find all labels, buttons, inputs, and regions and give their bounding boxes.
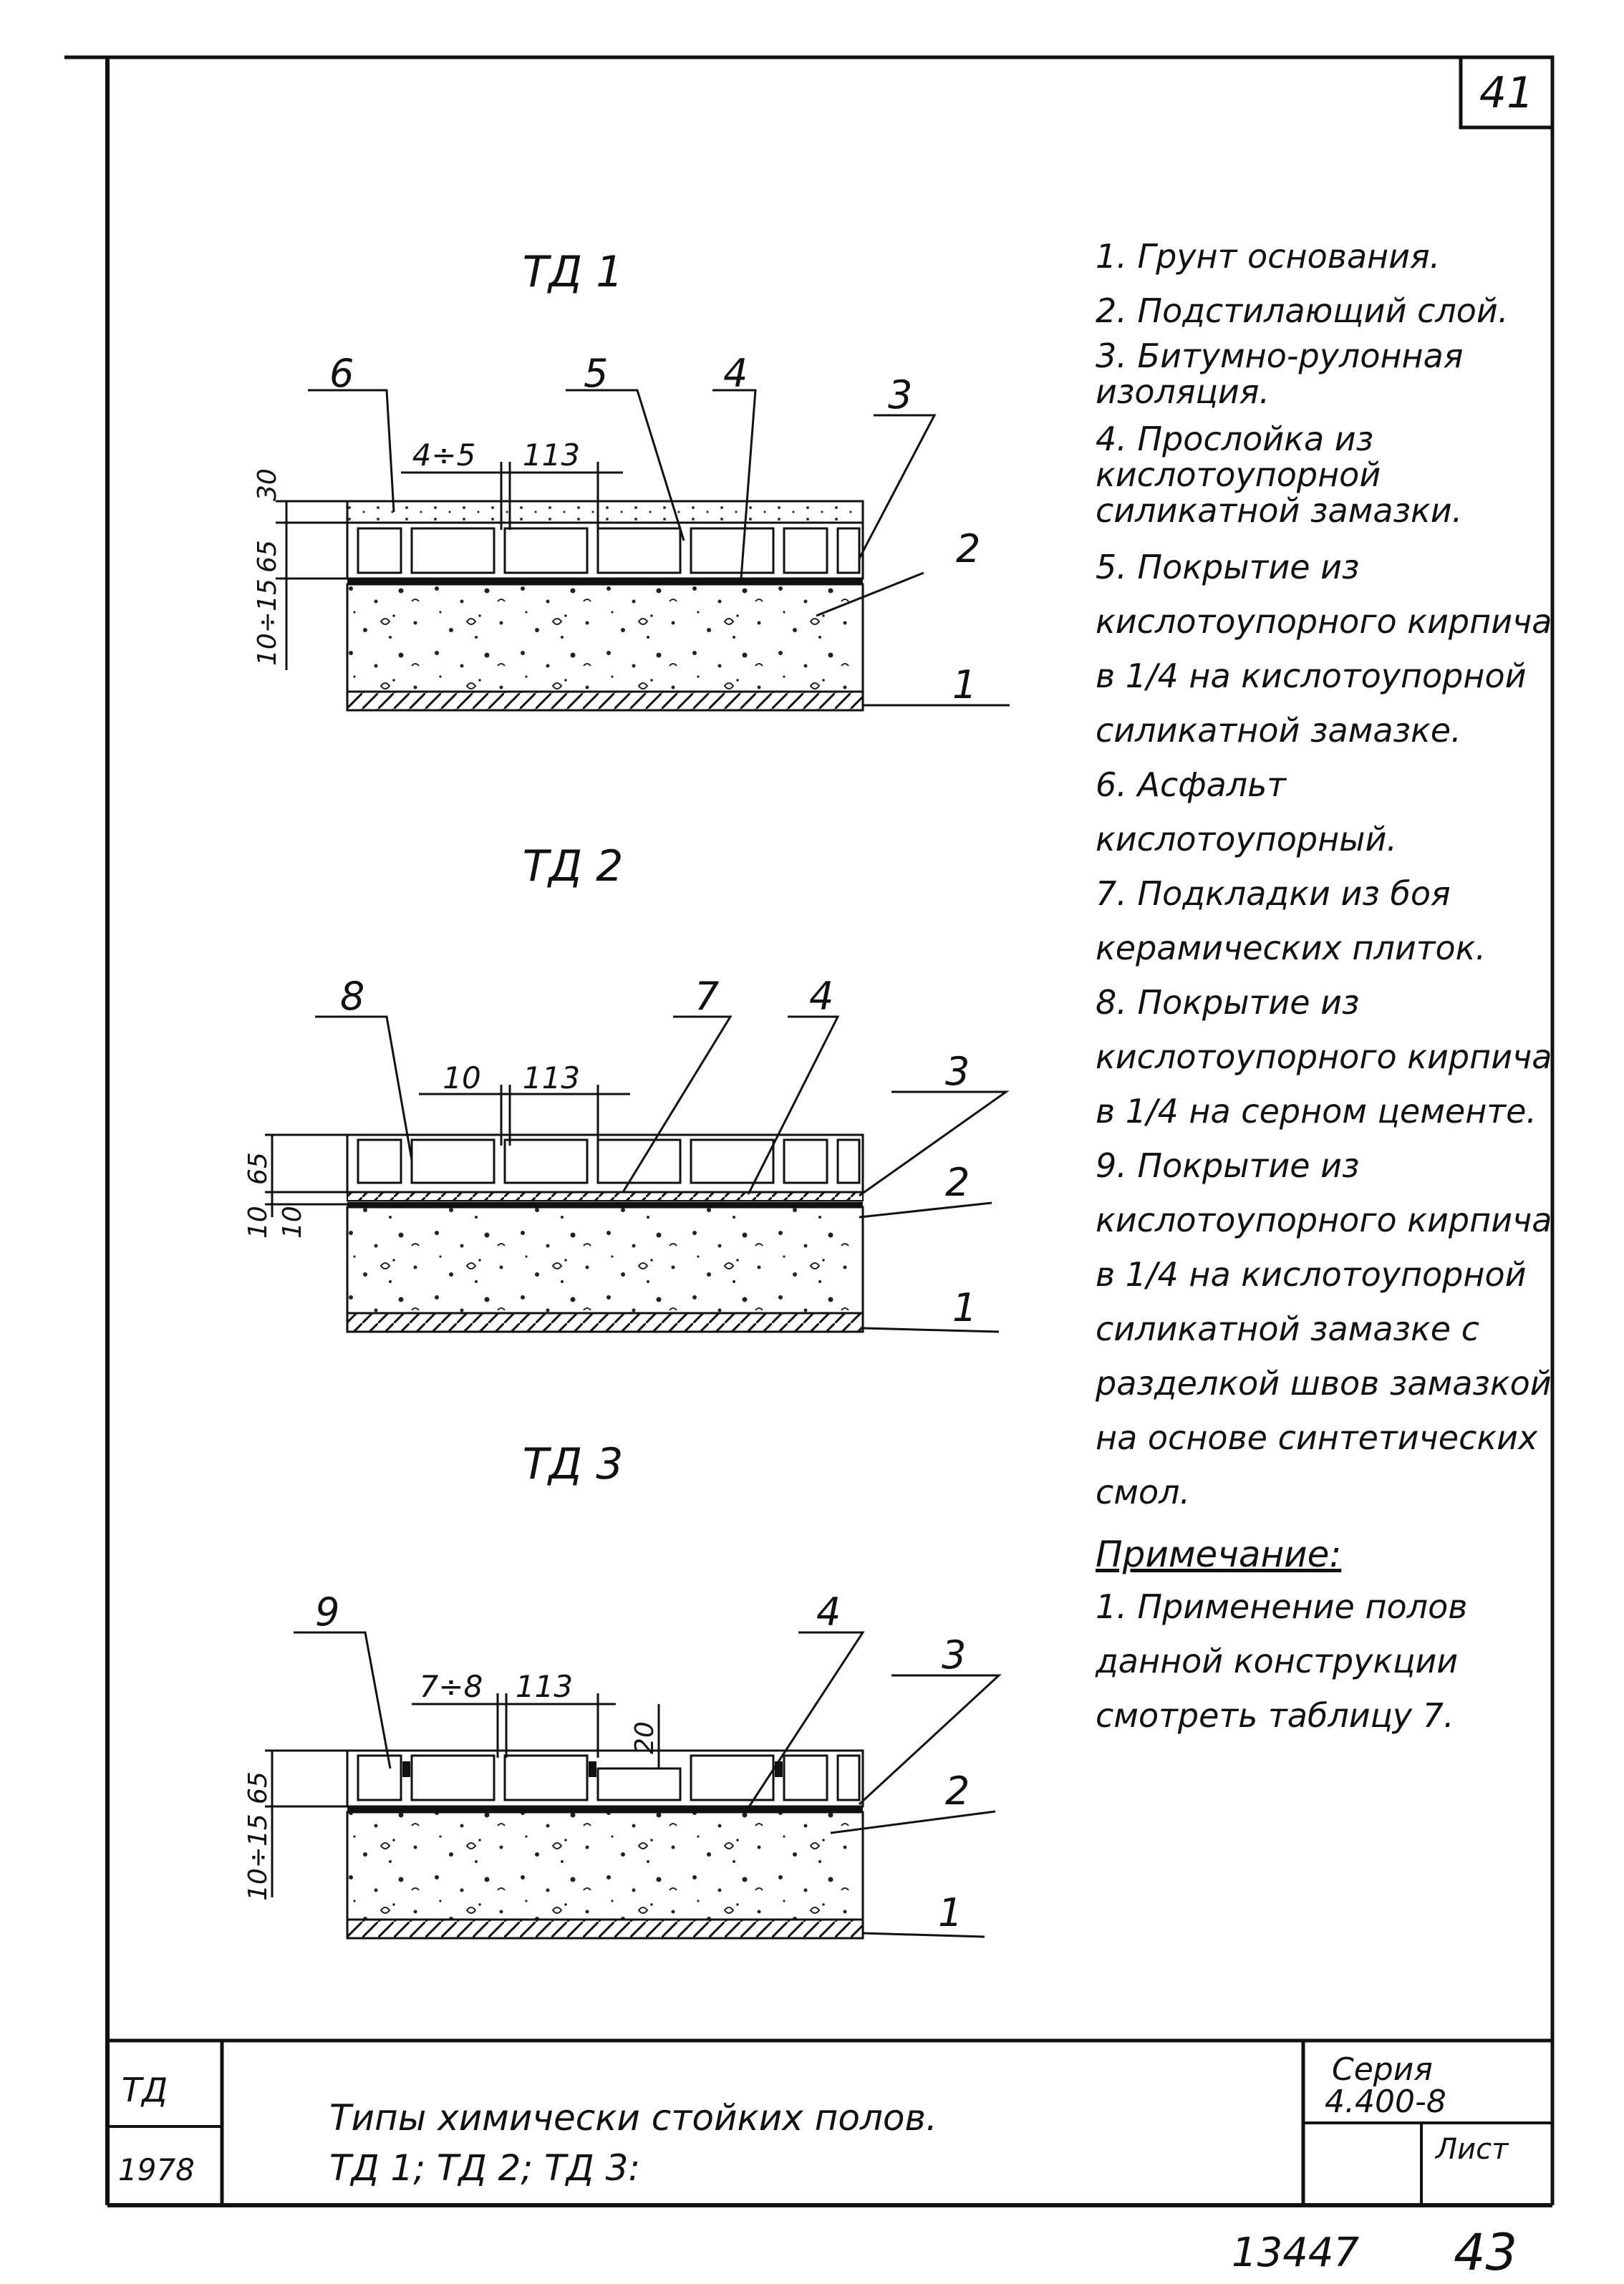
callout-label: 1 (952, 662, 977, 707)
callout-label: 4 (723, 351, 748, 396)
callout-label: 3 (888, 372, 912, 417)
diagram-td3: ТД 3 (243, 1439, 1002, 1940)
dim-top: 7÷8 (420, 1669, 483, 1704)
dim-side: 10 (278, 1206, 307, 1239)
dim-side: 30 (253, 468, 282, 501)
legend-item: 6. Асфальт кислотоупорный. (1096, 765, 1398, 858)
sheet-number-box: 41 (1479, 68, 1534, 118)
dim-top: 113 (523, 1060, 580, 1095)
legend: 1. Грунт основания. 2. Подстилающий слой… (1096, 229, 1554, 1743)
callout-label: 2 (945, 1768, 970, 1814)
legend-item: 4. Прослойка из кислотоупорной силикатно… (1096, 420, 1463, 530)
legend-item: 5. Покрытие из кислотоупорного кирпича в… (1096, 548, 1552, 750)
dim-side: 65 (253, 540, 282, 573)
series-value: 4.400-8 (1325, 2084, 1446, 2120)
title-block-title: Типы химически стойких полов. (329, 2097, 937, 2139)
callout-label: 3 (945, 1049, 970, 1094)
dim-side: 20 (630, 1721, 659, 1754)
callout-label: 5 (584, 351, 608, 396)
callout-label: 6 (329, 351, 354, 396)
legend-item: 3. Битумно-рулонная изоляция. (1096, 337, 1464, 411)
dim-side: 10 (243, 1206, 273, 1239)
dim-top: 4÷5 (412, 437, 476, 473)
callout-label: 1 (938, 1890, 962, 1935)
diagram-title: ТД 3 (523, 1439, 624, 1489)
callout-label: 4 (809, 974, 833, 1019)
sheet-label: Лист (1434, 2133, 1509, 2166)
callout-label: 2 (945, 1160, 970, 1205)
callout-label: 9 (315, 1589, 339, 1635)
dim-top: 113 (516, 1669, 573, 1704)
dim-top: 10 (443, 1060, 480, 1095)
dim-side: 10÷15 (243, 1814, 273, 1901)
archive-number: 13447 (1232, 2230, 1360, 2276)
callout-label: 3 (942, 1632, 966, 1678)
title-block-code: ТД (122, 2071, 168, 2109)
callout-label: 4 (816, 1589, 841, 1635)
legend-item: 7. Подкладки из боя керамических плиток. (1096, 874, 1487, 967)
sheet-frame (64, 55, 1555, 2207)
diagram-td2: ТД 2 (243, 841, 1010, 1333)
diagram-title: ТД 2 (523, 841, 624, 891)
note-title: Примечание: (1096, 1534, 1342, 1575)
dim-top: 113 (523, 437, 580, 473)
title-block-year: 1978 (118, 2152, 195, 2187)
callout-label: 8 (340, 974, 364, 1019)
diagram-td1: ТД 1 (253, 247, 1010, 712)
diagram-title: ТД 1 (523, 247, 624, 297)
title-block-subtitle: ТД 1; ТД 2; ТД 3: (329, 2147, 640, 2189)
callout-label: 2 (956, 526, 980, 571)
legend-item: 1. Грунт основания. (1096, 237, 1441, 276)
legend-item: 2. Подстилающий слой. (1096, 291, 1509, 330)
callout-label: 7 (695, 974, 719, 1019)
dim-side: 10÷15 (253, 579, 282, 666)
page-number: 43 (1454, 2223, 1517, 2282)
callout-label: 1 (952, 1285, 977, 1330)
note-item: 1. Применение полов данной конструкции с… (1096, 1587, 1468, 1735)
dim-side: 65 (243, 1771, 273, 1804)
series-label: Серия (1332, 2051, 1433, 2088)
legend-item: 8. Покрытие из кислотоупорного кирпича в… (1096, 983, 1552, 1131)
legend-item: 9. Покрытие из кислотоупорного кирпича в… (1096, 1146, 1552, 1511)
dim-side: 65 (243, 1152, 273, 1185)
